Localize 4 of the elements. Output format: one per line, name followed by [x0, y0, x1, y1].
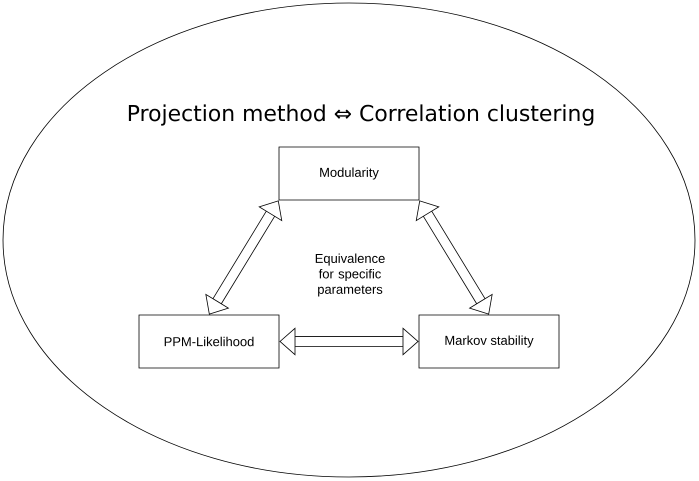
- label: Equivalence for specific parameters: [316, 254, 385, 296]
- box: Markov stability: [418, 314, 560, 368]
- box: Modularity: [278, 146, 420, 200]
- box: PPM-Likelihood: [138, 314, 280, 368]
